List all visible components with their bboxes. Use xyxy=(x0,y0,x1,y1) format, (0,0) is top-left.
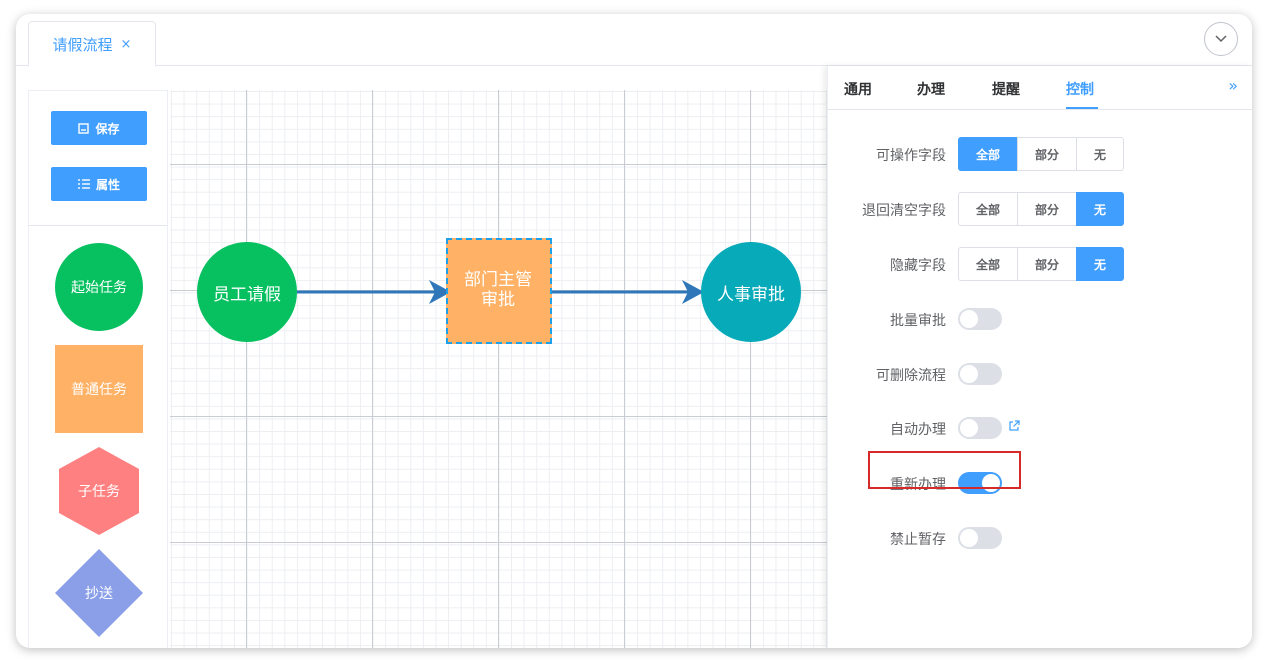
chevron-down-icon[interactable] xyxy=(1204,22,1238,56)
cc-label: 抄送 xyxy=(85,586,113,602)
double-chevron-right-icon[interactable]: » xyxy=(1228,76,1238,95)
node-dept-label-line1: 部门主管 xyxy=(464,270,532,290)
node-hr-label: 人事审批 xyxy=(717,284,785,305)
row-batch-approval: 批量审批 xyxy=(828,302,1252,336)
highlight-box xyxy=(868,451,1021,489)
save-button-label: 保存 xyxy=(95,121,120,136)
row-label: 自动办理 xyxy=(890,422,946,438)
row-hidden-fields: 隐藏字段 全部 部分 无 xyxy=(828,247,1252,281)
toggle-knob xyxy=(960,529,978,547)
tab-handle[interactable]: 办理 xyxy=(917,82,945,98)
row-label: 禁止暂存 xyxy=(890,532,946,548)
tab-label: 请假流程 xyxy=(52,35,113,54)
segment-none[interactable]: 无 xyxy=(1076,137,1124,171)
list-icon xyxy=(77,179,90,189)
flow-canvas[interactable]: 员工请假 部门主管 审批 人事审批 xyxy=(170,90,850,648)
tab-reminder[interactable]: 提醒 xyxy=(992,82,1020,98)
row-label: 隐藏字段 xyxy=(890,258,946,274)
row-label: 重新办理 xyxy=(890,477,946,493)
row-return-clear-fields: 退回清空字段 全部 部分 无 xyxy=(828,192,1252,226)
return-clear-fields-segment: 全部 部分 无 xyxy=(958,192,1124,226)
toggle-knob xyxy=(960,365,978,383)
forbid-draft-toggle[interactable] xyxy=(958,527,1002,549)
app-window: 请假流程 × 保存 属性 起始任务 普通任务 子任务 抄送 员工请假 xyxy=(16,14,1252,648)
batch-approval-toggle[interactable] xyxy=(958,308,1002,330)
properties-button[interactable]: 属性 xyxy=(51,167,147,201)
properties-panel: 通用 办理 提醒 控制 » 可操作字段 全部 部分 无 退回清空字段 全部 部分… xyxy=(827,66,1252,648)
segment-none[interactable]: 无 xyxy=(1076,247,1124,281)
editable-fields-segment: 全部 部分 无 xyxy=(958,137,1124,171)
tab-control[interactable]: 控制 xyxy=(1066,82,1094,98)
toggle-knob xyxy=(960,310,978,328)
segment-partial[interactable]: 部分 xyxy=(1017,247,1077,281)
segment-partial[interactable]: 部分 xyxy=(1017,137,1077,171)
segment-all[interactable]: 全部 xyxy=(958,137,1018,171)
tab-leave-process[interactable]: 请假流程 × xyxy=(28,21,156,67)
edit-link-icon[interactable] xyxy=(1008,420,1020,432)
start-task-label: 起始任务 xyxy=(71,280,127,296)
row-label: 批量审批 xyxy=(890,313,946,329)
subtask-label: 子任务 xyxy=(78,484,120,500)
properties-button-label: 属性 xyxy=(95,177,120,192)
tab-general[interactable]: 通用 xyxy=(844,82,872,98)
segment-all[interactable]: 全部 xyxy=(958,247,1018,281)
node-employee-leave[interactable]: 员工请假 xyxy=(197,242,297,342)
row-editable-fields: 可操作字段 全部 部分 无 xyxy=(828,137,1252,171)
row-forbid-draft: 禁止暂存 xyxy=(828,521,1252,555)
node-palette: 保存 属性 起始任务 普通任务 子任务 抄送 xyxy=(28,90,168,648)
node-hr-approval[interactable]: 人事审批 xyxy=(701,242,801,342)
auto-handle-toggle[interactable] xyxy=(958,417,1002,439)
active-tab-indicator xyxy=(1066,107,1098,109)
node-dept-approval[interactable]: 部门主管 审批 xyxy=(446,238,552,344)
normal-task-label: 普通任务 xyxy=(71,382,127,398)
node-employee-label: 员工请假 xyxy=(213,284,281,305)
tab-bar: 请假流程 × xyxy=(16,14,1252,67)
row-auto-handle: 自动办理 xyxy=(828,411,1252,445)
segment-partial[interactable]: 部分 xyxy=(1017,192,1077,226)
row-label: 可操作字段 xyxy=(876,148,946,164)
hidden-fields-segment: 全部 部分 无 xyxy=(958,247,1124,281)
row-label: 可删除流程 xyxy=(876,368,946,384)
connector-layer xyxy=(297,280,704,304)
row-label: 退回清空字段 xyxy=(862,203,946,219)
cc-shape[interactable]: 抄送 xyxy=(55,549,143,637)
save-icon xyxy=(78,122,90,134)
subtask-shape[interactable]: 子任务 xyxy=(59,447,139,535)
row-deletable-process: 可删除流程 xyxy=(828,357,1252,391)
normal-task-shape[interactable]: 普通任务 xyxy=(55,345,143,433)
panel-tabs: 通用 办理 提醒 控制 » xyxy=(828,66,1252,110)
palette-divider xyxy=(29,225,167,226)
toggle-knob xyxy=(960,419,978,437)
segment-all[interactable]: 全部 xyxy=(958,192,1018,226)
start-task-shape[interactable]: 起始任务 xyxy=(55,243,143,331)
segment-none[interactable]: 无 xyxy=(1076,192,1124,226)
close-icon[interactable]: × xyxy=(120,36,132,52)
deletable-process-toggle[interactable] xyxy=(958,363,1002,385)
node-dept-label-line2: 审批 xyxy=(481,290,515,310)
save-button[interactable]: 保存 xyxy=(51,111,147,145)
